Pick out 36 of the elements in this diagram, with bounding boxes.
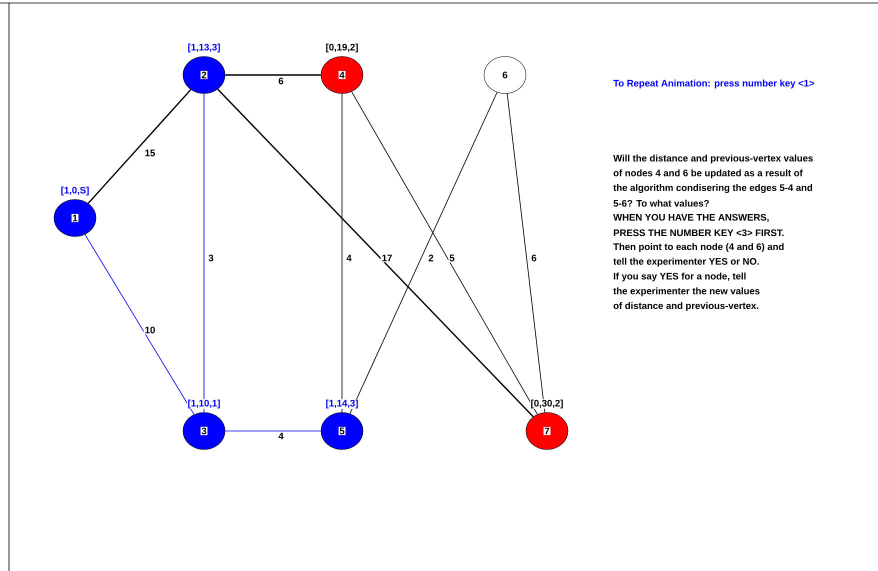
vertex-value-label: [1,0,S] <box>61 186 89 196</box>
edge-label: 2 <box>428 254 434 262</box>
question-text: of nodes 4 and 6 be updated as a result of <box>614 169 803 178</box>
graph-edge <box>350 92 498 414</box>
vertex-value-label: [1,13,3] <box>188 44 220 52</box>
instruction-text: To Repeat Animation: press number key <1> <box>613 80 814 88</box>
vertex-value-label: [1,14,3] <box>326 400 358 408</box>
vertex-value-label: [1,10,1] <box>188 400 220 408</box>
graph-edge <box>351 91 538 415</box>
edge-label: 17 <box>382 254 392 262</box>
edge-label: 10 <box>145 326 155 334</box>
question-text: If you say YES for a node, tell <box>614 272 746 282</box>
question-text: of distance and previous-vertex. <box>614 302 758 311</box>
edge-label: 5 <box>450 254 454 262</box>
graph-edge <box>217 88 534 418</box>
graph-edge <box>225 74 321 76</box>
edge-label: 6 <box>532 254 536 262</box>
question-text: WHEN YOU HAVE THE ANSWERS, <box>613 214 769 222</box>
question-text: the algorithm condisering the edges 5-4 and <box>613 184 812 193</box>
edge-label: 4 <box>346 254 352 262</box>
edge-label: 4 <box>278 432 284 440</box>
question-text: PRESS THE NUMBER KEY <3> FIRST. <box>614 229 784 236</box>
question-text: Then point to each node (4 and 6) and <box>613 243 784 252</box>
question-text: 5-6? To what values? <box>614 200 709 207</box>
question-text: tell the experimenter YES or NO. <box>613 258 759 267</box>
vertex-value-label: [0,19,2] <box>326 44 358 52</box>
graph-edge <box>84 234 194 415</box>
question-text: Will the distance and previous-vertex values <box>613 154 813 164</box>
graph-edge <box>88 89 192 204</box>
edge-label: 6 <box>278 78 284 84</box>
edge-label: 15 <box>145 150 156 156</box>
edge-label: 3 <box>208 254 214 262</box>
graph-edge <box>506 93 546 413</box>
vertex-value-label: [0,30,2] <box>531 400 563 408</box>
question-text: the experimenter the new values <box>613 287 760 296</box>
graph-edge <box>224 430 322 432</box>
